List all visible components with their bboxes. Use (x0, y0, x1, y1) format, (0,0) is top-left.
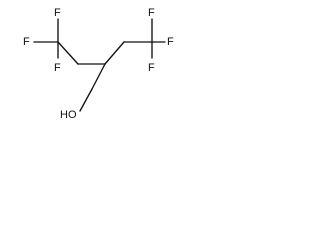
bond-left-cf3-to-left-ch2 (57, 41, 79, 65)
bond-center-ch-to-right-ch2 (104, 41, 125, 65)
bond-network (33, 18, 166, 112)
bond-center-ch-to-ch2 (91, 63, 106, 90)
fluorine-right-right: F (167, 36, 174, 48)
fluorine-right-bottom: F (148, 62, 155, 74)
fluorine-left-bottom: F (54, 62, 61, 74)
fluorine-left-top: F (54, 7, 61, 19)
atom-labels: F F F F F F HO (23, 7, 174, 121)
bond-ch2-to-hydroxyl (79, 88, 93, 112)
fluorine-left-left: F (23, 36, 30, 48)
hydroxyl-label: HO (60, 109, 77, 121)
fluorine-right-top: F (148, 7, 155, 19)
chemical-structure: F F F F F F HO (23, 7, 174, 121)
